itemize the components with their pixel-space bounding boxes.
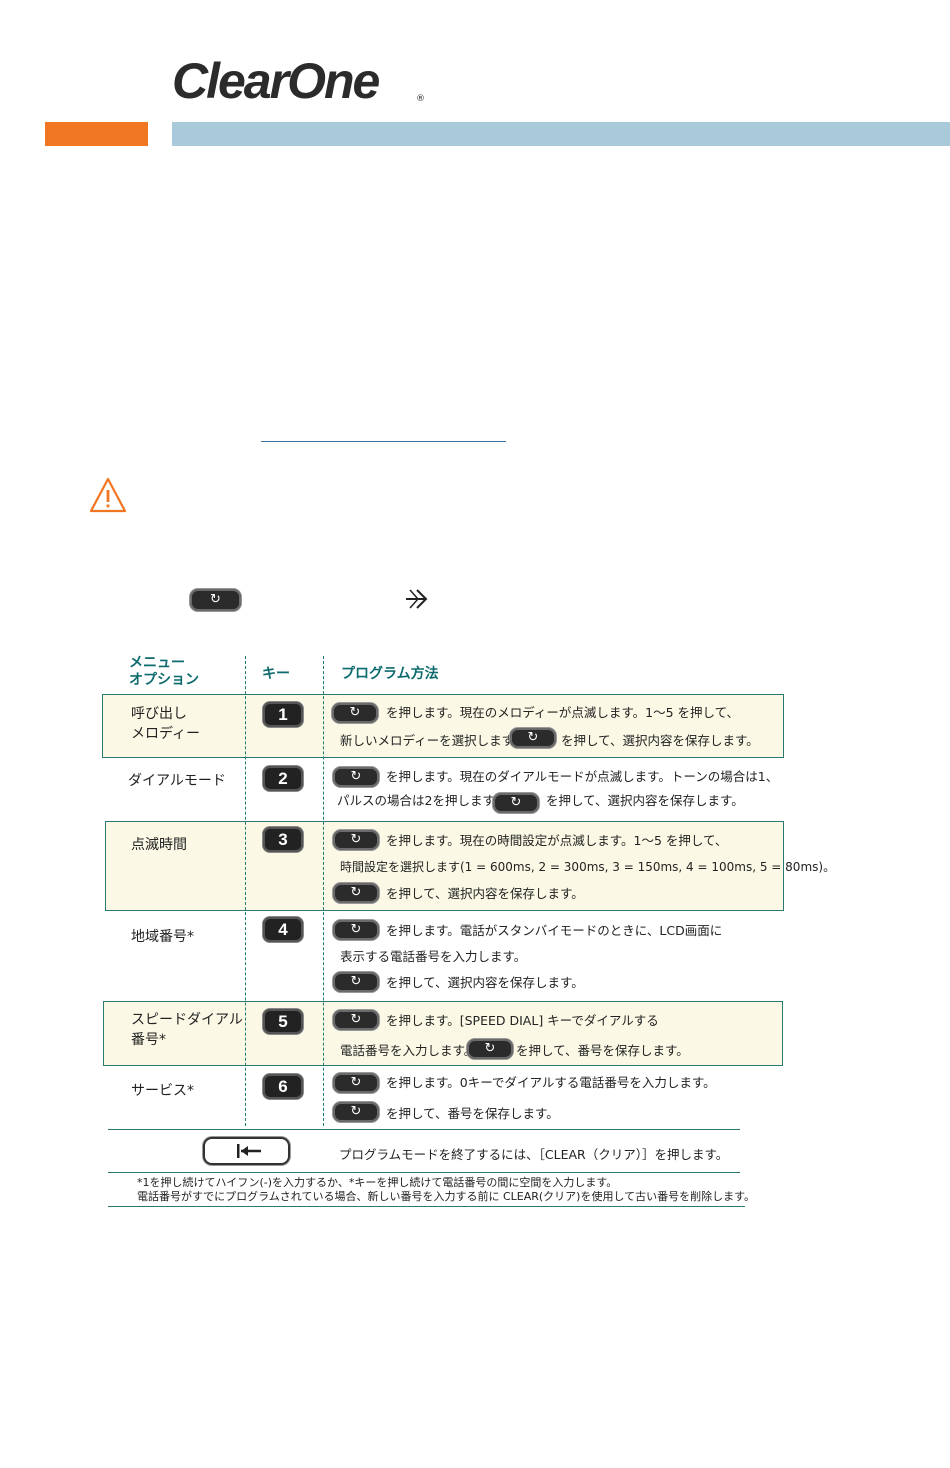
clear-button[interactable] — [203, 1137, 290, 1165]
footnote: *1を押し続けてハイフン(-)を入力するか、*キーを押し続けて電話番号の間に空間… — [137, 1176, 618, 1189]
warning-triangle-icon — [88, 476, 128, 518]
method-text: を押して、番号を保存します。 — [516, 1043, 689, 1058]
row-highlight — [105, 821, 784, 911]
method-text: 新しいメロディーを選択します。 — [340, 733, 526, 748]
table-rule — [108, 1206, 745, 1207]
method-text: を押します。電話がスタンバイモードのときに、LCD画面に — [386, 923, 723, 938]
registered-mark: ® — [416, 94, 425, 104]
method-text: パルスの場合は2を押します。 — [337, 793, 507, 808]
key-1-button[interactable]: 1 — [263, 702, 303, 727]
method-text: を押します。現在のメロディーが点滅します。1〜5 を押して、 — [386, 705, 740, 720]
refresh-arrows-icon: ↻ — [527, 730, 539, 745]
option-label: 点滅時間 — [131, 837, 187, 853]
option-label: ダイアルモード — [128, 773, 226, 789]
refresh-arrows-icon: ↻ — [484, 1041, 496, 1056]
refresh-arrows-icon: ↻ — [350, 832, 362, 847]
refresh-arrows-icon: ↻ — [350, 769, 362, 784]
method-text: を押して、選択内容を保存します。 — [386, 975, 584, 990]
refresh-arrows-icon: ↻ — [350, 1075, 362, 1090]
table-rule — [108, 1172, 740, 1173]
program-button[interactable]: ↻ — [333, 1102, 379, 1122]
header-option: メニュー オプション — [129, 655, 199, 688]
method-text: を押します。現在のダイアルモードが点滅します。トーンの場合は1、 — [386, 769, 779, 784]
program-button[interactable]: ↻ — [333, 1073, 379, 1093]
row-highlight — [103, 1001, 783, 1066]
refresh-arrows-icon: ↻ — [350, 974, 362, 989]
method-text: を押します。0キーでダイアルする電話番号を入力します。 — [386, 1075, 716, 1090]
program-button[interactable]: ↻ — [333, 830, 379, 850]
refresh-arrows-icon: ↻ — [350, 1012, 362, 1027]
program-button[interactable]: ↻ — [333, 767, 379, 787]
method-text: を押して、選択内容を保存します。 — [386, 886, 584, 901]
header-accent-bar — [45, 122, 148, 146]
column-divider — [245, 656, 246, 1126]
key-4-button[interactable]: 4 — [263, 917, 303, 942]
refresh-arrows-icon: ↻ — [350, 922, 362, 937]
method-text: を押して、選択内容を保存します。 — [561, 733, 759, 748]
option-label: サービス* — [131, 1083, 194, 1099]
clearone-logo: ClearOne — [172, 53, 380, 109]
program-button[interactable]: ↻ — [467, 1039, 513, 1059]
header-method: プログラム方法 — [341, 666, 439, 682]
program-button[interactable]: ↻ — [333, 920, 379, 940]
program-button[interactable]: ↻ — [510, 728, 556, 748]
method-text: 時間設定を選択します(1 = 600ms, 2 = 300ms, 3 = 150… — [340, 860, 836, 874]
program-button[interactable]: ↻ — [333, 883, 379, 903]
refresh-arrows-icon: ↻ — [210, 592, 221, 607]
method-text: 表示する電話番号を入力します。 — [340, 949, 527, 964]
option-label: 地域番号* — [131, 929, 194, 945]
refresh-arrows-icon: ↻ — [510, 795, 522, 810]
option-label: 呼び出し メロディー — [131, 706, 201, 742]
refresh-arrows-icon: ↻ — [349, 705, 361, 720]
key-2-button[interactable]: 2 — [263, 766, 303, 791]
key-5-button[interactable]: 5 — [263, 1009, 303, 1034]
back-to-line-icon — [237, 1144, 261, 1158]
program-button[interactable]: ↻ — [493, 793, 539, 813]
key-6-button[interactable]: 6 — [263, 1074, 303, 1099]
program-button[interactable]: ↻ — [332, 703, 378, 723]
link-underline — [261, 441, 506, 442]
enter-arrow-icon — [404, 586, 432, 616]
program-button[interactable]: ↻ — [333, 1010, 379, 1030]
program-button[interactable]: ↻ — [333, 972, 379, 992]
key-3-button[interactable]: 3 — [263, 827, 303, 852]
program-button[interactable]: ↻ — [190, 589, 241, 611]
row-highlight — [102, 694, 784, 758]
column-divider — [323, 656, 324, 1126]
method-text: 電話番号を入力します。 — [340, 1043, 477, 1058]
method-text: を押します。現在の時間設定が点滅します。1〜5 を押して、 — [386, 833, 728, 848]
refresh-arrows-icon: ↻ — [350, 885, 362, 900]
method-text: を押します。[SPEED DIAL] キーでダイアルする — [386, 1013, 659, 1028]
method-text: を押して、選択内容を保存します。 — [546, 793, 744, 808]
exit-instruction: プログラムモードを終了するには、［CLEAR（クリア）］を押します。 — [339, 1147, 729, 1162]
option-label: スピードダイアル 番号* — [131, 1012, 243, 1048]
table-rule — [108, 1129, 740, 1130]
header-bar — [172, 122, 950, 146]
refresh-arrows-icon: ↻ — [350, 1104, 362, 1119]
header-key: キー — [262, 666, 290, 682]
method-text: を押して、番号を保存します。 — [386, 1106, 559, 1121]
footnote: 電話番号がすでにプログラムされている場合、新しい番号を入力する前に CLEAR(… — [137, 1190, 756, 1203]
